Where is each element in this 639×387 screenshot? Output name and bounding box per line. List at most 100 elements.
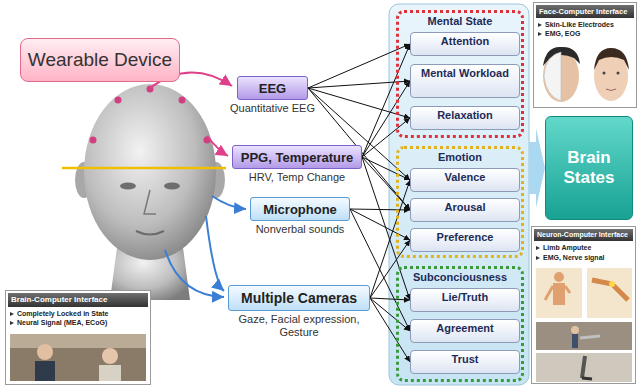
bci-photo — [10, 334, 146, 381]
connector-arrow — [370, 240, 410, 298]
mouth — [136, 231, 164, 235]
person — [102, 348, 118, 364]
electrode — [115, 97, 122, 104]
connector-arrow — [370, 298, 410, 300]
state-box: Relaxation — [410, 106, 520, 130]
bullet-item: Limb Amputee — [534, 243, 633, 252]
state-box: Valence — [410, 168, 520, 192]
flow-arrow — [529, 128, 545, 208]
person — [35, 361, 55, 381]
connector-arrow — [362, 157, 410, 300]
panel-ground — [531, 226, 636, 384]
bullet-item: Completely Locked in State — [8, 309, 148, 318]
arm-figure — [609, 281, 615, 287]
panel-heading: Neuron-Computer Interface — [534, 229, 633, 241]
sublabel: Quantitative EEG — [208, 102, 337, 115]
box-label: Multiple Cameras — [241, 290, 357, 306]
interface-panel: Face-Computer InterfaceSkin-Like Electro… — [533, 2, 637, 108]
box-label: PPG, Temperature — [241, 150, 353, 165]
state-box: Agreement — [410, 319, 520, 343]
amputee-figure — [536, 268, 582, 318]
sensor-box: PPG, TemperatureHRV, Temp Change — [232, 145, 362, 169]
bci-photo-wall — [10, 334, 146, 348]
state-box: Trust — [410, 350, 520, 374]
sensor-box: Multiple CamerasGaze, Facial expression,… — [228, 285, 370, 311]
eye — [617, 72, 620, 75]
connector-arrow — [362, 157, 410, 180]
person — [99, 365, 121, 381]
arm-figure — [592, 280, 628, 300]
arm-figure — [587, 268, 632, 318]
box-label: Trust — [411, 353, 519, 366]
eye — [164, 183, 180, 190]
group-heading: Emotion — [399, 151, 521, 163]
photo — [536, 353, 632, 382]
sensor-arrow — [212, 196, 246, 209]
connector-arrow — [350, 209, 410, 210]
eye — [120, 183, 136, 190]
interface-panel: Brain-Computer InterfaceCompletely Locke… — [5, 290, 151, 385]
box-label: Preference — [411, 231, 519, 244]
sensor-box: MicrophoneNonverbal sounds — [250, 197, 350, 221]
mouth — [606, 89, 616, 91]
sublabel: Nonverbal sounds — [221, 223, 379, 236]
nose — [144, 190, 156, 214]
interface-panel: Neuron-Computer InterfaceLimb AmputeeEMG… — [531, 226, 636, 384]
connector-arrow — [370, 180, 410, 298]
hair — [594, 48, 629, 70]
photo — [572, 334, 578, 348]
state-box: Preference — [410, 228, 520, 252]
panel-ground — [5, 290, 151, 385]
eye — [603, 72, 606, 75]
sensor-arrow — [206, 216, 224, 291]
sublabel: HRV, Temp Change — [203, 171, 391, 184]
sensor-box: EEGQuantitative EEG — [237, 76, 308, 100]
state-box: Lie/Truth — [410, 288, 520, 312]
box-label: Brain States — [550, 148, 628, 189]
sensor-band — [62, 167, 226, 170]
prosthetic-leg — [582, 378, 592, 379]
connector-arrow — [308, 44, 410, 88]
photo — [571, 326, 579, 334]
state-box: Mental Workload — [410, 64, 520, 98]
sublabel: Gaze, Facial expression, Gesture — [219, 313, 379, 339]
bullet-item: Neural Signal (MEA, ECoG) — [8, 318, 148, 327]
group-box: EmotionValenceArousalPreference — [396, 146, 524, 258]
photo — [580, 336, 600, 338]
amputee-figure — [554, 272, 564, 282]
panel-heading: Brain-Computer Interface — [8, 293, 148, 307]
connector-arrow — [370, 298, 410, 331]
box-label: Relaxation — [411, 109, 519, 122]
state-box: Arousal — [410, 198, 520, 222]
mask — [544, 52, 561, 101]
result-box: Brain States — [545, 116, 633, 220]
amputee-figure — [553, 283, 565, 305]
group-heading: Subconciousness — [399, 271, 521, 283]
head — [84, 84, 216, 260]
state-box: Attention — [410, 32, 520, 56]
amputee-figure — [565, 286, 570, 293]
connector-arrow — [362, 44, 410, 157]
box-label: Lie/Truth — [411, 291, 519, 304]
photo — [536, 322, 632, 350]
person — [37, 344, 53, 360]
group-heading: Mental State — [399, 15, 521, 27]
box-label: Agreement — [411, 322, 519, 335]
box-label: Valence — [411, 171, 519, 184]
amputee-figure — [545, 286, 553, 300]
box-label: Mental Workload — [411, 67, 519, 80]
box-label: Attention — [411, 35, 519, 48]
sensor-arrow — [207, 136, 228, 156]
box-label: Arousal — [411, 201, 519, 214]
connector-arrow — [370, 298, 410, 362]
connector-arrow — [308, 88, 410, 118]
panel-ground — [533, 2, 637, 108]
electrode — [90, 137, 97, 144]
head-illustration — [62, 84, 226, 300]
prosthetic-leg — [582, 356, 585, 378]
connector-arrow — [350, 209, 410, 240]
group-box: SubconciousnessLie/TruthAgreementTrust — [396, 266, 524, 382]
connector-arrow — [308, 81, 410, 88]
box-label: Microphone — [263, 202, 337, 217]
